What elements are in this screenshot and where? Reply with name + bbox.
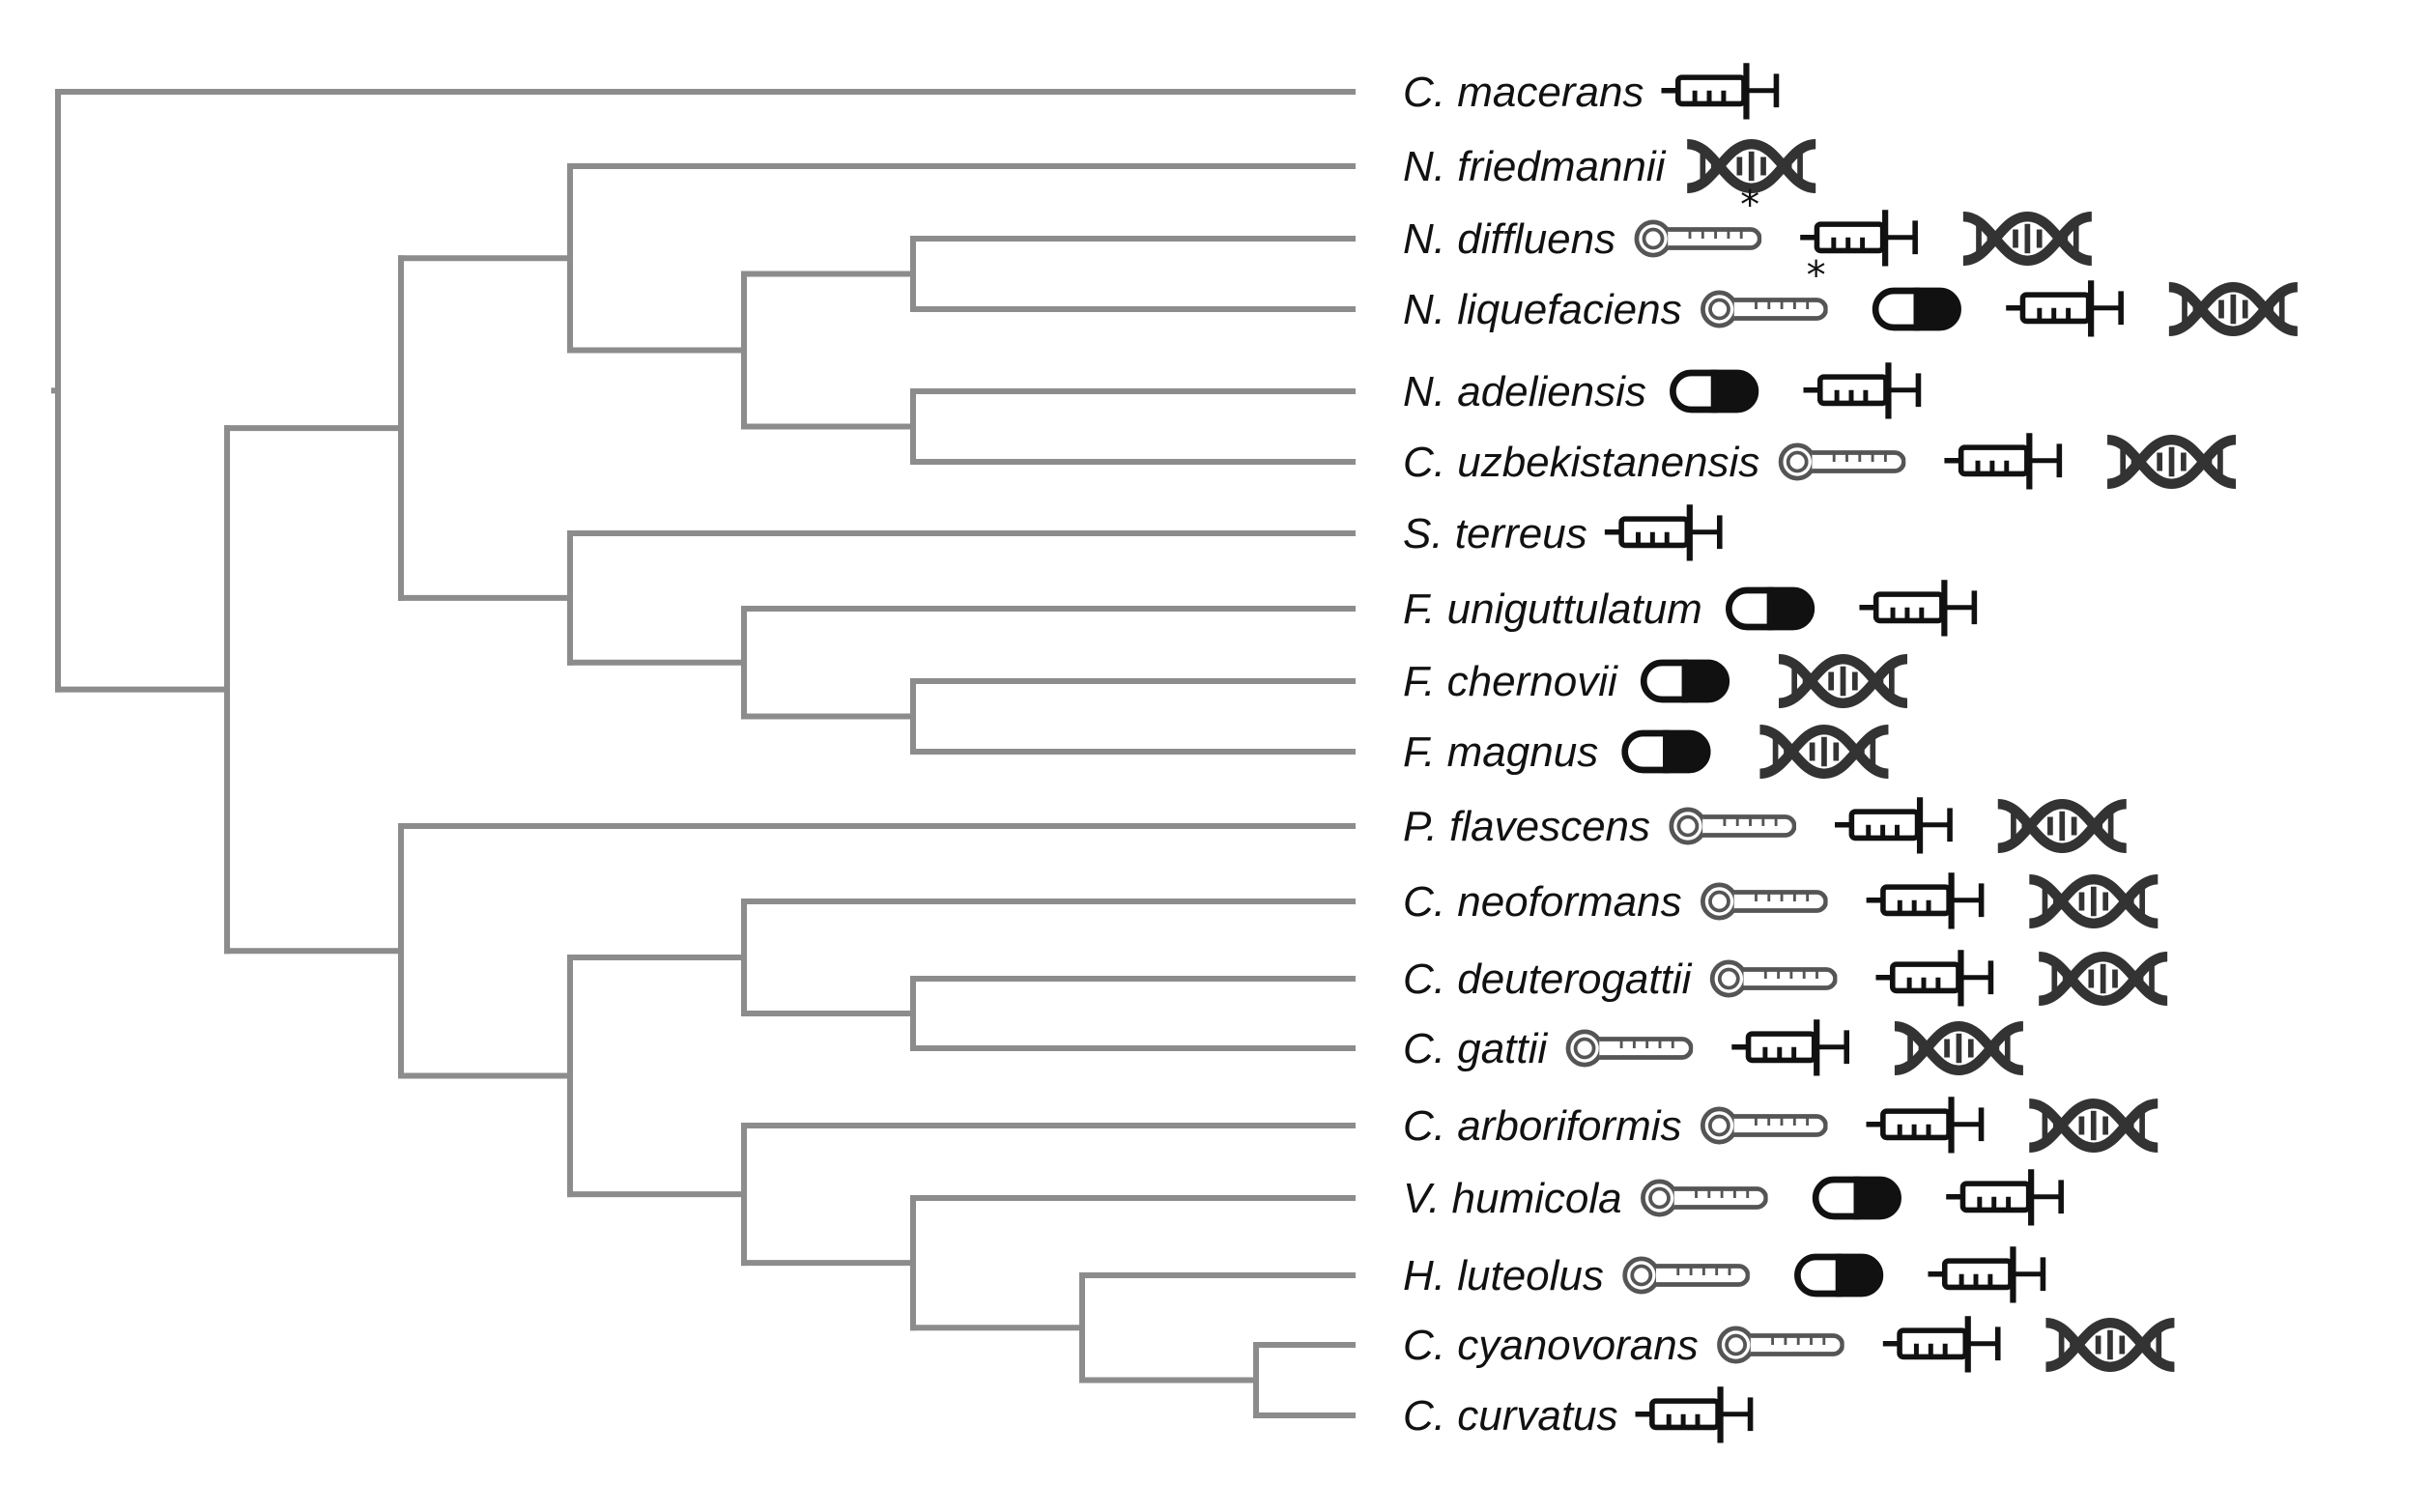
- taxon-label: C. deuterogattii: [1403, 956, 1693, 1003]
- taxon-label: N. diffluens: [1403, 215, 1615, 263]
- syringe-icon: [1946, 1169, 2061, 1225]
- thermometer-icon: [1643, 1182, 1765, 1214]
- capsule-icon: [1672, 373, 1756, 410]
- dna-icon: [2039, 956, 2167, 1001]
- taxon-label: C. curvatus: [1403, 1392, 1618, 1440]
- dna-icon: [1687, 144, 1815, 188]
- trait-icons: **: [1568, 63, 2298, 1442]
- syringe-icon: [1867, 1097, 1982, 1153]
- taxon-label: C. neoformans: [1403, 878, 1682, 926]
- dna-icon: [2107, 440, 2236, 484]
- thermometer-icon: [1702, 1109, 1825, 1142]
- syringe-icon: [1661, 63, 1776, 119]
- dna-icon: [2045, 1323, 2174, 1367]
- taxon-label: N. adeliensis: [1403, 368, 1646, 415]
- dna-icon: [1895, 1026, 2023, 1070]
- taxon-label: F. magnus: [1403, 728, 1598, 776]
- syringe-icon: [1944, 433, 2059, 489]
- taxon-label: C. arboriformis: [1403, 1102, 1682, 1150]
- taxon-label: F. chernovii: [1403, 658, 1618, 705]
- taxon-label: N. liquefaciens: [1403, 286, 1682, 333]
- taxon-label: H. luteolus: [1403, 1252, 1604, 1299]
- thermometer-icon: [1712, 962, 1835, 995]
- thermometer-icon: [1720, 1328, 1843, 1361]
- capsule-icon: [1625, 733, 1708, 770]
- thermometer-icon: [1672, 810, 1794, 842]
- taxon-label: N. friedmannii: [1403, 143, 1667, 190]
- syringe-icon: [1859, 580, 1974, 636]
- syringe-icon: [1803, 362, 1918, 418]
- taxon-label: F. uniguttulatum: [1403, 585, 1702, 633]
- capsule-icon: [1797, 1257, 1880, 1294]
- taxon-label: C. cyanovorans: [1403, 1322, 1699, 1369]
- syringe-icon: [1875, 950, 1990, 1006]
- syringe-icon: [1928, 1246, 2043, 1302]
- capsule-icon: [1729, 590, 1812, 627]
- thermometer-icon: [1625, 1259, 1748, 1292]
- taxon-label: C. macerans: [1403, 69, 1644, 116]
- dna-icon: [2169, 287, 2298, 331]
- thermometer-icon: [1568, 1032, 1691, 1065]
- syringe-icon: [1867, 872, 1982, 928]
- dna-icon: [1963, 216, 2092, 261]
- asterisk-marker: *: [1740, 183, 1759, 227]
- dna-icon: [2029, 879, 2158, 924]
- capsule-icon: [1815, 1180, 1899, 1216]
- syringe-icon: [1883, 1316, 1998, 1372]
- asterisk-marker: *: [1807, 253, 1826, 298]
- tree-branches: [51, 89, 1356, 1418]
- thermometer-icon: [1702, 885, 1825, 918]
- thermometer-icon: [1781, 445, 1903, 478]
- taxon-label: V. humicola: [1403, 1175, 1622, 1222]
- capsule-icon: [1875, 291, 1958, 328]
- syringe-icon: [1731, 1019, 1846, 1075]
- taxon-label: S. terreus: [1403, 510, 1587, 557]
- syringe-icon: [1835, 797, 1950, 853]
- capsule-icon: [1644, 663, 1727, 699]
- syringe-icon: [1605, 504, 1720, 560]
- taxon-label: C. uzbekistanensis: [1403, 439, 1759, 486]
- taxon-label: P. flavescens: [1403, 803, 1650, 850]
- dna-icon: [1759, 729, 1888, 774]
- taxon-label: C. gattii: [1403, 1025, 1548, 1072]
- dna-icon: [1779, 659, 1907, 703]
- dna-icon: [1998, 804, 2127, 848]
- taxon-labels: C. macerans N. friedmannii N. diffluens N. …: [1403, 69, 1759, 1440]
- syringe-icon: [2006, 280, 2121, 336]
- syringe-icon: [1636, 1386, 1751, 1442]
- dna-icon: [2029, 1103, 2158, 1148]
